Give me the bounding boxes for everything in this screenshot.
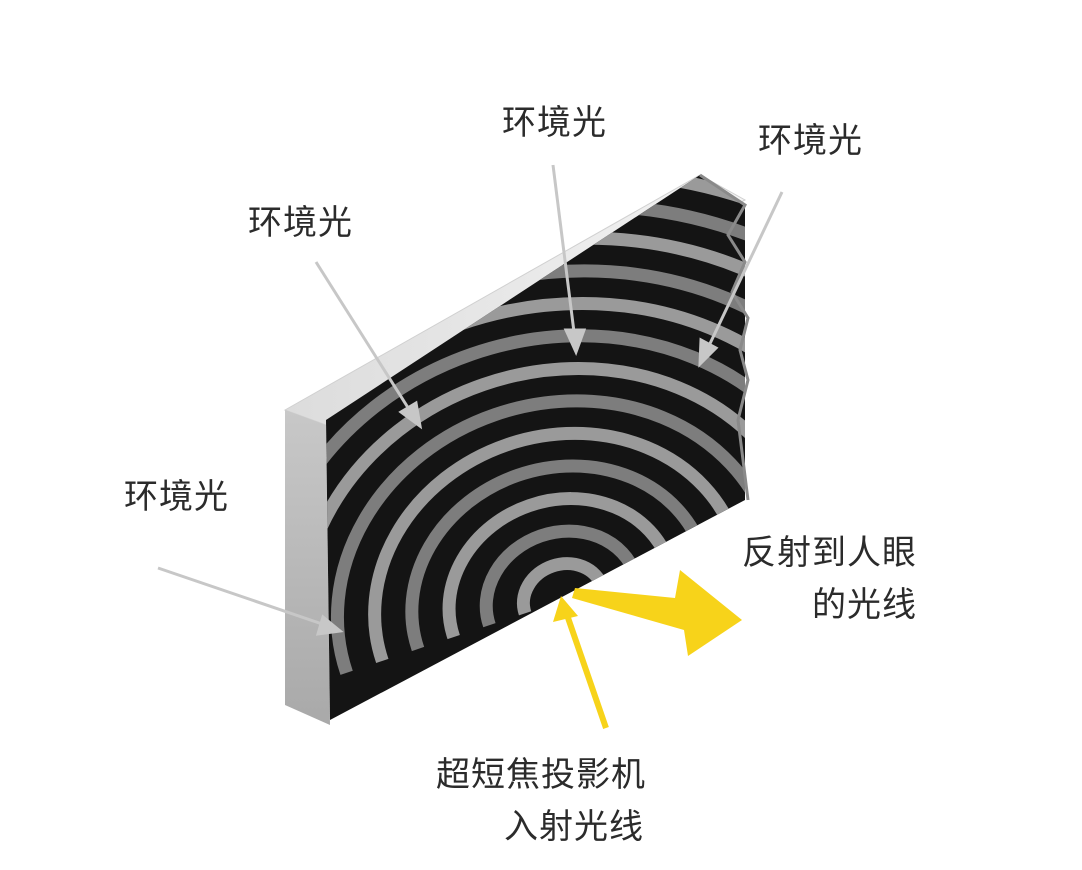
ridge-arc bbox=[479, 524, 642, 628]
projector-light-label-line1: 超短焦投影机 bbox=[436, 755, 646, 795]
ridge-arc bbox=[516, 557, 609, 616]
arrowhead-icon bbox=[698, 337, 719, 368]
arrowhead-icon bbox=[563, 328, 587, 356]
ambient-arrows bbox=[157, 164, 784, 636]
screen-side-edge bbox=[285, 410, 330, 725]
arrowhead-icon bbox=[315, 614, 344, 636]
ambient-light-label-top-center: 环境光 bbox=[502, 103, 607, 143]
ambient-light-label-top-right: 环境光 bbox=[758, 121, 863, 161]
ridge-arc bbox=[326, 329, 745, 699]
reflected-light-label-line2: 的光线 bbox=[812, 585, 917, 625]
projector-light-label-line2: 入射光线 bbox=[504, 807, 644, 847]
incident-arrowhead-icon bbox=[553, 596, 578, 622]
ambient-light-label-left: 环境光 bbox=[124, 477, 229, 517]
screen-front-face bbox=[326, 175, 745, 720]
reflected-light-label-line1: 反射到人眼 bbox=[742, 533, 917, 573]
screen-right-edge bbox=[699, 173, 750, 501]
ridge-arc bbox=[330, 394, 745, 675]
ridge-arc bbox=[442, 492, 676, 640]
reflected-arrow-icon bbox=[572, 570, 742, 656]
projector-light bbox=[553, 570, 742, 729]
screen-ridges bbox=[326, 175, 745, 720]
ambient-light-label-top-left: 环境光 bbox=[248, 203, 353, 243]
ridge-arc bbox=[405, 459, 709, 652]
ridge-arc bbox=[368, 426, 742, 663]
arrowhead-icon bbox=[398, 400, 423, 430]
